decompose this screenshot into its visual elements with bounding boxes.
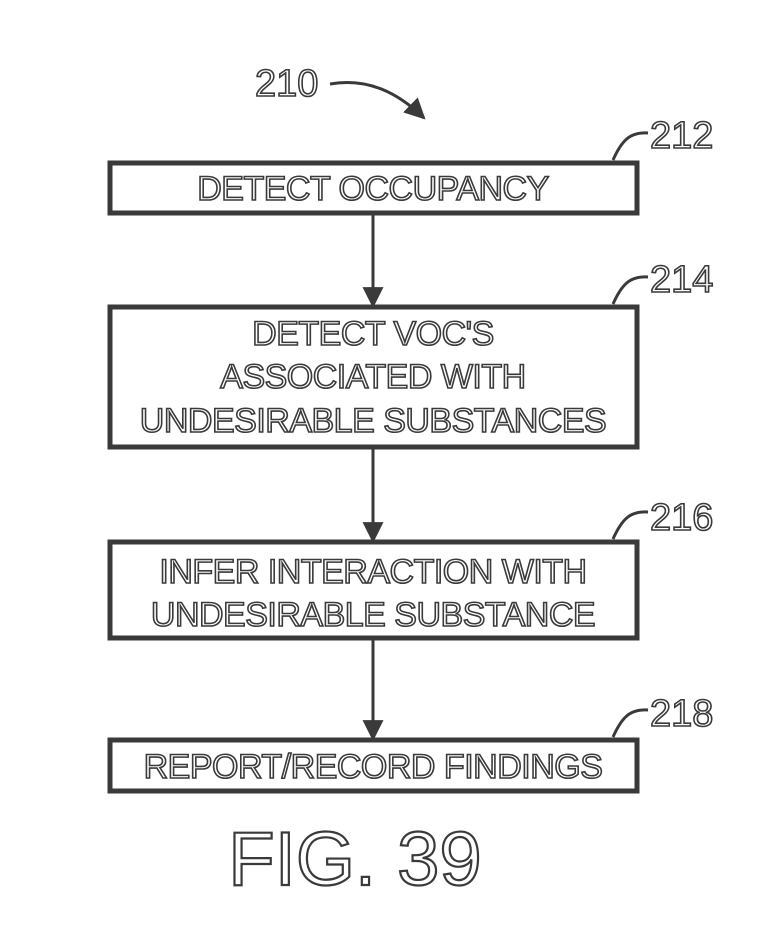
figure-reference-label: 210 xyxy=(255,63,318,105)
step-box-infer-interaction xyxy=(107,539,640,641)
step-text-infer-interaction-line2: UNDESIRABLE SUBSTANCE xyxy=(151,596,595,634)
step-ref-214: 214 xyxy=(650,259,713,301)
step-box-detect-vocs xyxy=(107,304,640,450)
figure-caption: FIG. 39 xyxy=(228,817,481,902)
step-text-detect-vocs-line3: UNDESIRABLE SUBSTANCES xyxy=(140,402,606,440)
step-ref-leader-216 xyxy=(611,510,649,540)
step-ref-leader-214 xyxy=(611,275,649,305)
step-ref-leader-212 xyxy=(611,131,649,161)
step-text-detect-vocs-line1: DETECT VOC'S xyxy=(252,315,494,353)
figure-reference-arrow xyxy=(329,81,426,120)
step-text-detect-vocs-line2: ASSOCIATED WITH xyxy=(220,358,525,396)
step-ref-leader-218 xyxy=(611,708,649,738)
step-box-report-findings xyxy=(107,737,640,794)
step-ref-216: 216 xyxy=(650,497,713,539)
step-text-infer-interaction-line1: INFER INTERACTION WITH xyxy=(159,553,586,591)
step-ref-212: 212 xyxy=(650,115,713,157)
step-text-detect-occupancy: DETECT OCCUPANCY xyxy=(197,170,549,208)
step-ref-218: 218 xyxy=(650,693,713,735)
step-text-report-findings: REPORT/RECORD FINDINGS xyxy=(144,748,603,786)
